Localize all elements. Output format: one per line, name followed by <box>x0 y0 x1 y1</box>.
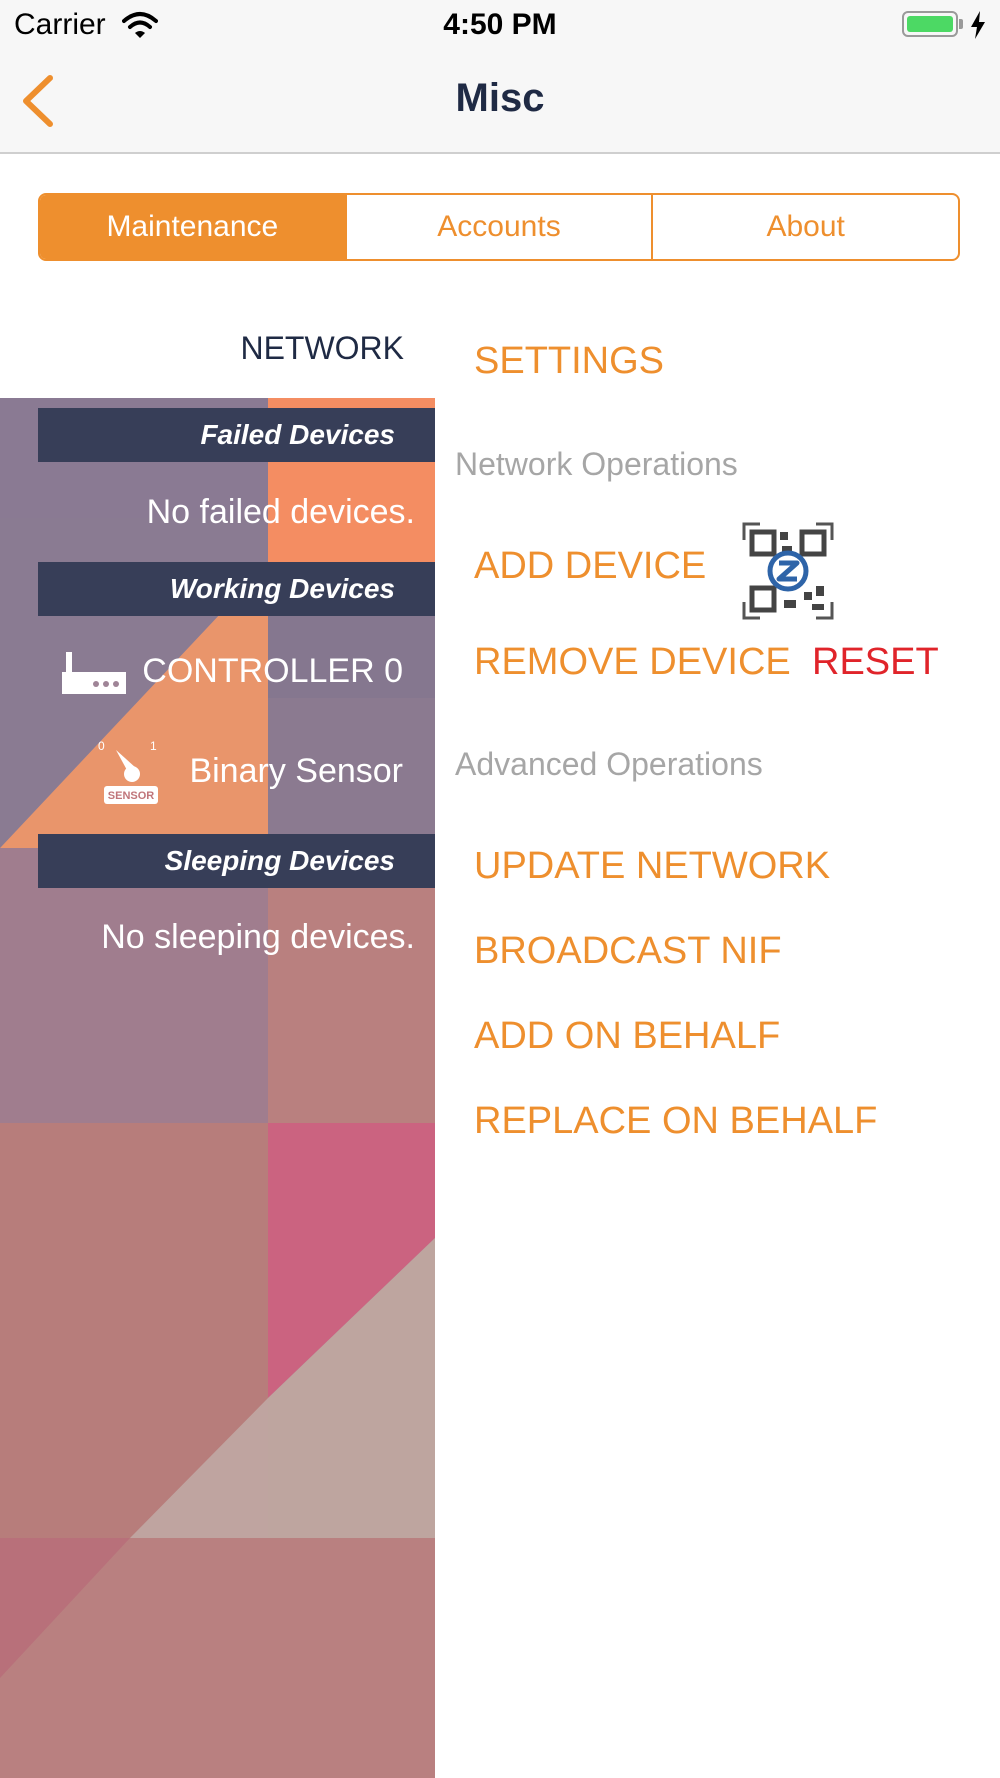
device-name-controller: CONTROLLER 0 <box>142 652 403 690</box>
battery-tip <box>959 19 963 29</box>
controller-router-icon <box>62 652 126 694</box>
failed-devices-header: Failed Devices <box>38 408 435 462</box>
charging-bolt-icon <box>971 11 985 39</box>
settings-tab[interactable]: SETTINGS <box>474 340 665 382</box>
navigation-bar: Misc <box>0 50 1000 154</box>
clock: 4:50 PM <box>443 8 557 41</box>
tab-accounts[interactable]: Accounts <box>344 195 652 259</box>
chevron-left-icon[interactable] <box>18 74 58 128</box>
device-name-binary-sensor: Binary Sensor <box>189 752 403 790</box>
tab-maintenance[interactable]: Maintenance <box>40 195 345 259</box>
sensor-icon-label: SENSOR <box>108 790 155 802</box>
qr-code-scan-icon[interactable] <box>742 522 834 620</box>
advanced-operations-header: Advanced Operations <box>455 746 763 782</box>
status-bar: Carrier 4:50 PM <box>0 0 1000 50</box>
working-devices-header: Working Devices <box>38 562 435 616</box>
sensor-dial-high: 1 <box>150 739 157 753</box>
device-list-panel: Failed Devices No failed devices. Workin… <box>0 398 435 1778</box>
replace-on-behalf-button[interactable]: REPLACE ON BEHALF <box>474 1100 878 1142</box>
device-row-controller[interactable]: CONTROLLER 0 <box>0 634 435 714</box>
update-network-button[interactable]: UPDATE NETWORK <box>474 845 831 887</box>
remove-device-button[interactable]: REMOVE DEVICE <box>474 641 791 683</box>
segmented-control: Maintenance Accounts About <box>38 193 960 261</box>
wifi-icon <box>122 12 158 38</box>
sleeping-devices-header: Sleeping Devices <box>38 834 435 888</box>
network-tab[interactable]: NETWORK <box>240 330 404 366</box>
sleeping-devices-empty: No sleeping devices. <box>101 918 415 956</box>
device-row-binary-sensor[interactable]: 0 1 SENSOR Binary Sensor <box>0 734 435 814</box>
failed-devices-empty: No failed devices. <box>146 493 415 531</box>
network-operations-header: Network Operations <box>455 446 738 482</box>
binary-sensor-icon: 0 1 SENSOR <box>98 739 158 804</box>
broadcast-nif-button[interactable]: BROADCAST NIF <box>474 930 782 972</box>
page-title: Misc <box>455 76 545 120</box>
add-on-behalf-button[interactable]: ADD ON BEHALF <box>474 1015 781 1057</box>
sensor-dial-low: 0 <box>98 739 105 753</box>
add-device-button[interactable]: ADD DEVICE <box>474 545 707 587</box>
carrier-label: Carrier <box>14 8 106 41</box>
battery-charging-icon <box>902 11 958 37</box>
tab-about[interactable]: About <box>651 195 958 259</box>
reset-button[interactable]: RESET <box>812 641 939 683</box>
